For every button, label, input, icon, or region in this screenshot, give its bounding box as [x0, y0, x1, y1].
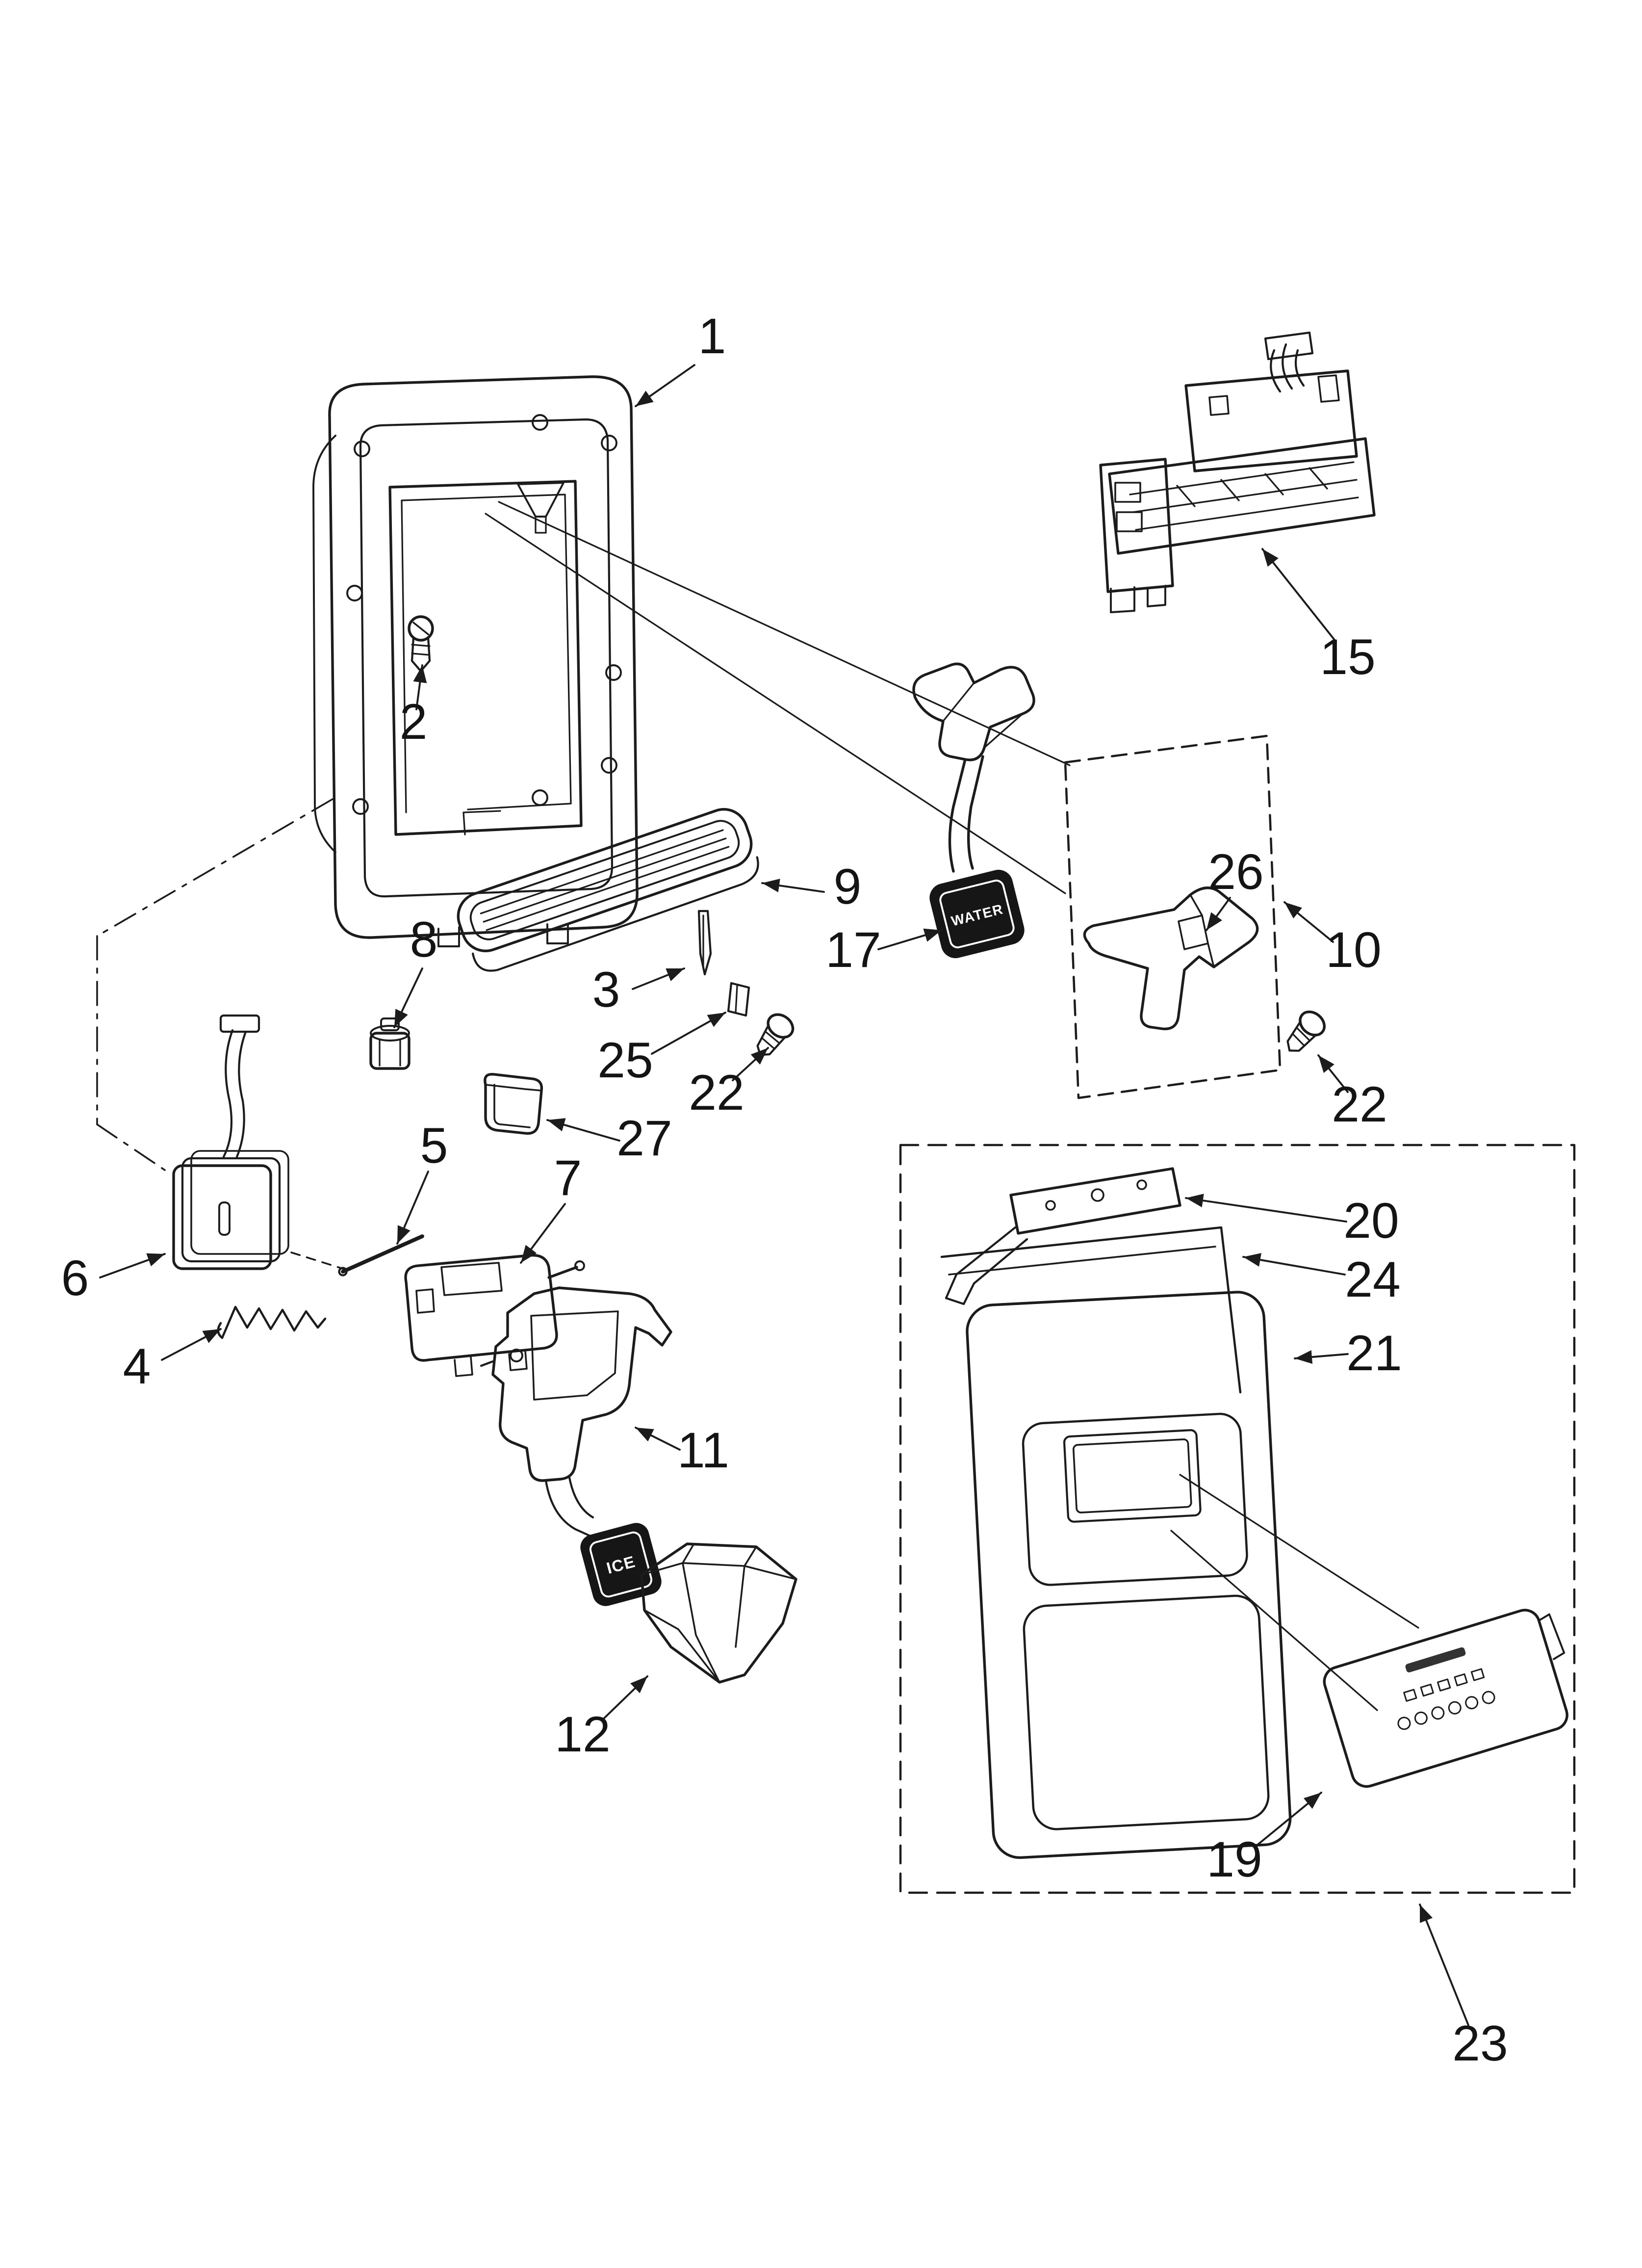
- part-actuator-7: [404, 1254, 585, 1377]
- part-lever-bracket-11: [480, 1286, 672, 1538]
- callout-19: 19: [1206, 1831, 1262, 1887]
- callout-11: 11: [677, 1422, 729, 1478]
- callout-21: 21: [1346, 1325, 1402, 1381]
- part-screw-2: [408, 615, 434, 673]
- part-clip-27: [484, 1072, 543, 1135]
- callout-8: 8: [410, 912, 438, 967]
- part-ice-pad: ICE: [580, 1523, 662, 1606]
- part-bulb: [369, 1017, 410, 1070]
- part-ice-maker-15: [1099, 331, 1376, 613]
- part-control-overlay-19: [1323, 1609, 1568, 1788]
- part-spring-4: [217, 1305, 327, 1339]
- callout-12: 12: [555, 1706, 610, 1762]
- callout-4: 4: [123, 1338, 151, 1394]
- part-clip-25: [727, 982, 750, 1017]
- callout-24: 24: [1345, 1251, 1400, 1307]
- part-door-flap: [172, 1014, 289, 1270]
- part-inner-lever-26: [1083, 886, 1259, 1030]
- part-pin-3: [697, 910, 712, 976]
- callouts: 1 2 3 4 5 6 7 8 9 10 11 12 15 17 19 20 2…: [61, 308, 1508, 2071]
- callout-25: 25: [597, 1032, 653, 1088]
- part-drip-tray: [457, 808, 759, 972]
- part-dispenser-panel-21: [966, 1291, 1292, 1859]
- callout-20: 20: [1343, 1193, 1399, 1249]
- part-screw-22-left: [756, 1013, 795, 1056]
- part-backing-sheet-24: [940, 1226, 1242, 1394]
- callout-22-right: 22: [1332, 1076, 1387, 1132]
- callout-26: 26: [1208, 844, 1263, 900]
- callout-27: 27: [616, 1110, 672, 1166]
- part-dispenser-lever-17: WATER: [912, 662, 1035, 959]
- part-control-board-20: [945, 1167, 1181, 1305]
- callout-2: 2: [400, 694, 428, 750]
- callout-22-left: 22: [689, 1065, 744, 1121]
- projection-lines: [96, 501, 1419, 1711]
- part-dispenser-frame: [312, 375, 639, 947]
- callout-23: 23: [1452, 2015, 1508, 2071]
- detail-box-23: [899, 1144, 1576, 1894]
- part-funnel-12: [640, 1542, 797, 1684]
- callout-3: 3: [592, 962, 620, 1017]
- callout-6: 6: [61, 1250, 89, 1306]
- part-screw-22-right: [1286, 1010, 1326, 1052]
- callout-9: 9: [834, 859, 862, 914]
- detail-box-10: [1064, 734, 1282, 1099]
- callout-5: 5: [420, 1118, 448, 1173]
- callout-10: 10: [1326, 922, 1381, 978]
- callout-17: 17: [825, 922, 881, 978]
- callout-15: 15: [1320, 629, 1375, 685]
- callout-7: 7: [554, 1150, 582, 1206]
- callout-1: 1: [698, 308, 726, 364]
